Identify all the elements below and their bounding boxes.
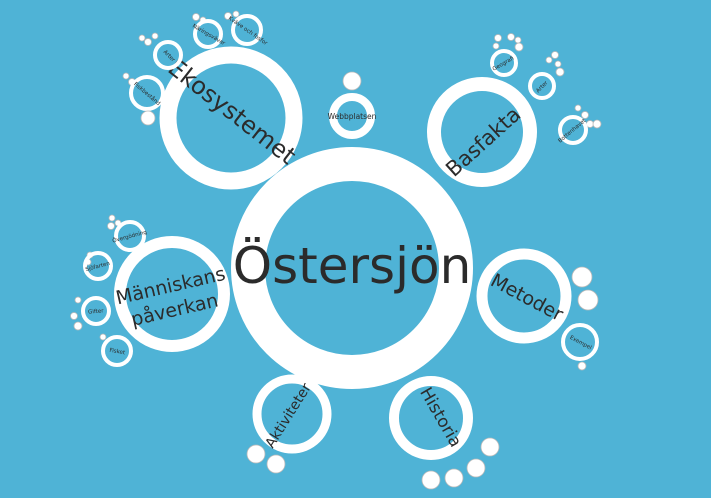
dot	[514, 42, 524, 52]
topic-basfakta[interactable]: Basfakta Geografi Arter Bottenhavet	[427, 33, 602, 187]
subtopic-sjofarten[interactable]: Sjöfarten	[83, 251, 113, 281]
subtopic-label: Gifter	[88, 308, 105, 315]
dot	[480, 437, 500, 457]
dot	[421, 470, 441, 490]
center-label: Östersjön	[233, 237, 472, 295]
subtopic-kvave-och-fosfor[interactable]: Kväve och fosfor	[224, 10, 269, 47]
dot	[144, 38, 152, 46]
subtopic-fiskbestand[interactable]: Fiskbestånd	[122, 72, 165, 126]
dot	[192, 13, 200, 21]
center-node[interactable]: Östersjön	[231, 147, 473, 389]
dot	[466, 458, 486, 478]
subtopic-geografi[interactable]: Geografi	[490, 33, 524, 77]
dot	[151, 32, 159, 40]
dot	[577, 361, 587, 371]
webbplatsen-label: Webbplatsen	[328, 112, 377, 121]
subtopic-ring	[231, 14, 263, 46]
topic-label: Metoder	[487, 270, 567, 326]
dot	[444, 468, 464, 488]
subtopic-ring	[153, 40, 183, 70]
topic-ekosystemet[interactable]: Ekosystemet Näringsvävar Kväve och fosfo…	[122, 10, 303, 190]
subtopic-ring	[528, 72, 556, 100]
subtopic-overgodning[interactable]: Övergödning	[107, 214, 148, 252]
dot	[574, 104, 582, 112]
dot	[108, 214, 116, 222]
subtopic-arter-b[interactable]: Arter	[528, 51, 565, 100]
dot	[246, 444, 266, 464]
subtopic-arter[interactable]: Arter	[138, 32, 183, 70]
topic-ring	[252, 374, 332, 454]
dot	[514, 36, 522, 44]
dot	[266, 454, 286, 474]
dot	[224, 12, 232, 20]
topic-aktiviteter[interactable]: Aktiviteter	[246, 374, 332, 474]
subtopic-naringsvavar[interactable]: Näringsvävar	[191, 13, 226, 49]
topic-manniskans-paverkan[interactable]: Människans påverkan Övergödning Sjöfarte…	[70, 214, 230, 367]
dot	[571, 266, 593, 288]
topic-ring	[427, 77, 537, 187]
subtopic-ring	[193, 19, 223, 49]
subtopic-label: Exempel	[569, 335, 593, 352]
dot	[492, 42, 500, 50]
dot	[107, 222, 115, 230]
subtopic-ring	[114, 220, 146, 252]
webbplatsen-ring	[329, 93, 375, 139]
topic-historia[interactable]: Historia	[389, 376, 500, 490]
dot	[507, 33, 515, 41]
subtopic-label: Arter	[535, 80, 550, 95]
dot	[122, 72, 130, 80]
topic-ring	[476, 248, 572, 344]
dot	[554, 60, 562, 68]
dot	[577, 289, 599, 311]
dot	[99, 333, 107, 341]
subtopic-ring	[81, 296, 111, 326]
subtopic-fisket[interactable]: Fisket	[99, 333, 133, 367]
subtopic-bottenhavet[interactable]: Bottenhavet	[557, 104, 602, 145]
subtopic-ring	[490, 49, 518, 77]
subtopic-label: Fisket	[109, 348, 126, 357]
dot	[140, 110, 156, 126]
subtopic-ring	[83, 251, 113, 281]
topic-metoder[interactable]: Metoder Exempel	[476, 248, 599, 371]
dot	[581, 111, 589, 119]
topic-ring	[114, 236, 230, 352]
dot	[73, 321, 83, 331]
dot	[138, 34, 146, 42]
center-ring	[231, 147, 473, 389]
subtopic-ring	[129, 75, 165, 111]
webbplatsen-node[interactable]: Webbplatsen	[328, 71, 377, 139]
dot	[70, 312, 78, 320]
topic-ring	[389, 376, 473, 460]
dot	[545, 56, 553, 64]
topic-ring	[159, 46, 303, 190]
subtopic-ring	[561, 323, 599, 361]
subtopic-exempel[interactable]: Exempel	[561, 323, 599, 371]
dot	[551, 51, 559, 59]
subtopic-ring	[558, 115, 588, 145]
dot	[74, 296, 82, 304]
dot	[555, 67, 565, 77]
dot	[592, 119, 602, 129]
subtopic-gifter[interactable]: Gifter	[70, 296, 111, 331]
subtopic-ring	[101, 335, 133, 367]
dot	[232, 10, 240, 18]
dot	[494, 34, 502, 42]
webbplatsen-dot	[342, 71, 362, 91]
